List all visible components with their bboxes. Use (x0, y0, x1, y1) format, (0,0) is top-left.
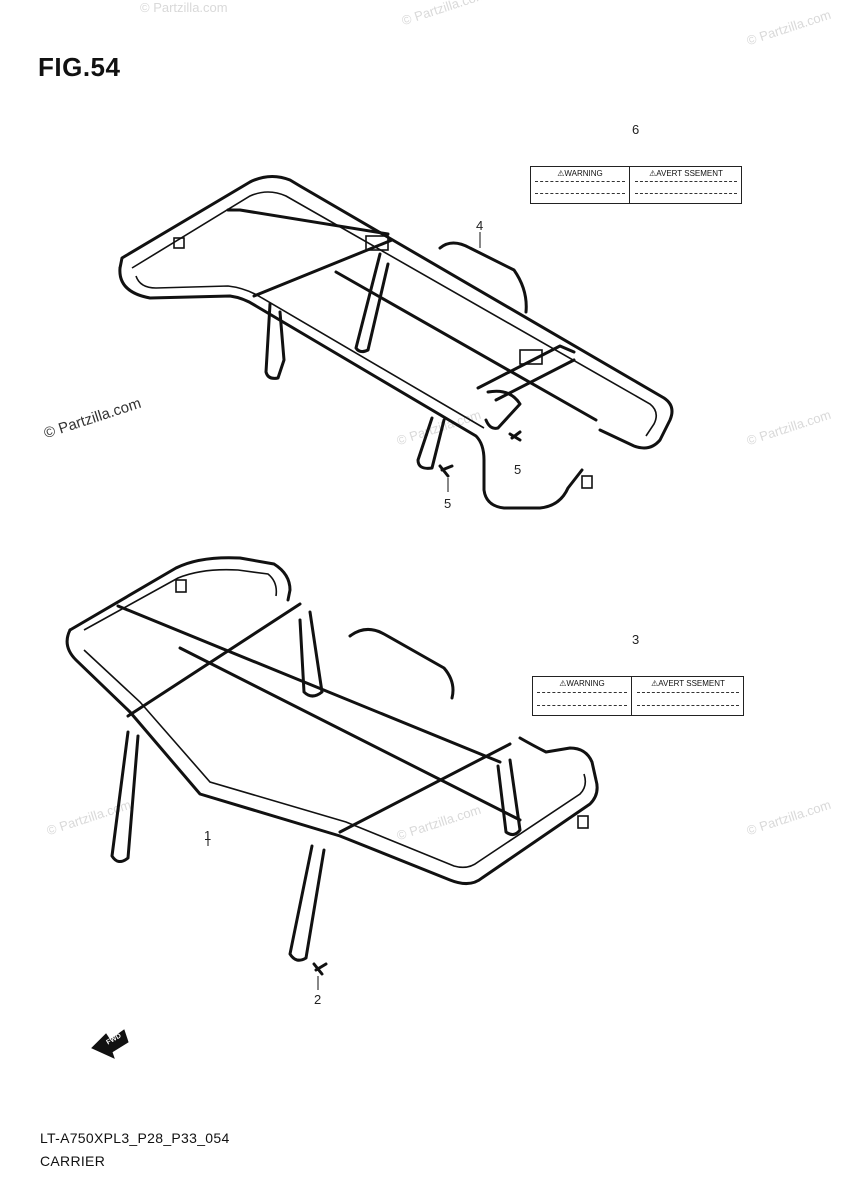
front-direction-arrow (91, 1029, 129, 1059)
rear-carrier-drawing (118, 175, 674, 510)
warning-label-header: ⚠WARNING (559, 679, 605, 688)
callout-6: 6 (632, 122, 640, 137)
callout-4: 4 (476, 218, 484, 233)
callout-2: 2 (314, 992, 322, 1007)
avertissement-label-header: ⚠AVERT SSEMENT (651, 679, 725, 688)
diagram-name: CARRIER (40, 1153, 106, 1169)
warning-label-header: ⚠WARNING (557, 169, 603, 178)
figure-title: FIG.54 (38, 52, 121, 82)
warning-label-3: ⚠WARNING ⚠AVERT SSEMENT (532, 676, 744, 716)
diagram-code: LT-A750XPL3_P28_P33_054 (40, 1130, 230, 1146)
watermark: © Partzilla.com (140, 0, 228, 15)
avertissement-label-header: ⚠AVERT SSEMENT (649, 169, 723, 178)
callout-5: 5 (444, 496, 452, 511)
callout-3: 3 (632, 632, 640, 647)
callout-1: 1 (204, 828, 212, 843)
front-carrier-drawing (65, 556, 599, 990)
callout-5: 5 (514, 462, 522, 477)
warning-label-6: ⚠WARNING ⚠AVERT SSEMENT (530, 166, 742, 204)
